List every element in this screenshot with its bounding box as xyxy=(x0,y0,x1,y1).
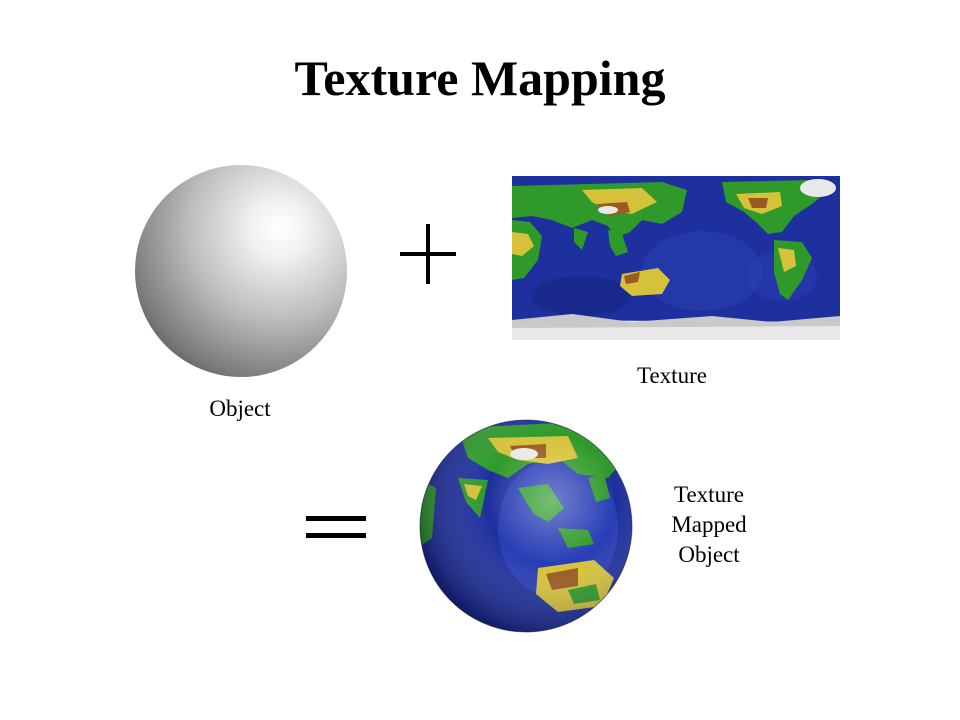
plus-sign xyxy=(400,224,456,284)
world-map-texture xyxy=(512,176,840,340)
mapped-caption-line-1: Texture xyxy=(674,482,744,507)
equals-sign xyxy=(306,516,366,538)
mapped-caption-line-2: Mapped xyxy=(671,512,747,537)
texture-mapped-globe xyxy=(419,419,633,633)
object-caption: Object xyxy=(209,396,271,421)
gray-sphere-object xyxy=(135,165,347,377)
mapped-caption-line-3: Object xyxy=(678,542,740,567)
slide-title: Texture Mapping xyxy=(294,50,666,106)
texture-caption: Texture xyxy=(637,363,707,388)
mapped-object-caption: Texture Mapped Object xyxy=(624,480,794,570)
